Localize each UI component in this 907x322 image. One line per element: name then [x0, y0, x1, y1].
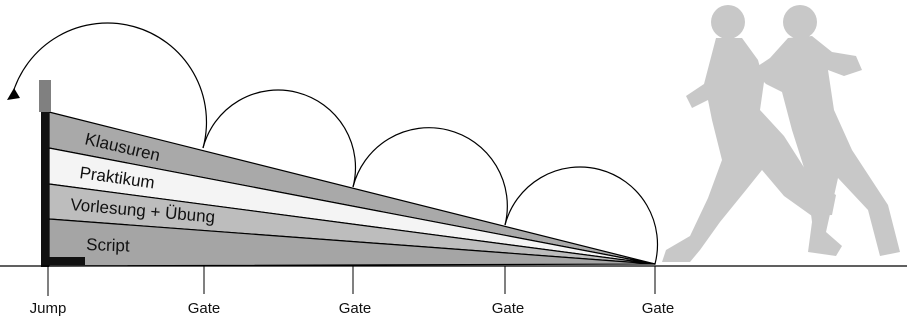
arrow-head-icon: [7, 88, 20, 100]
hop-arcs: [11, 22, 659, 265]
hop-arc-2: [352, 127, 508, 226]
jump-post-foot: [41, 257, 85, 265]
jump-post: [41, 112, 49, 267]
axis-label-gate-1: Gate: [188, 300, 221, 317]
hop-arc-1: [504, 166, 659, 265]
axis-label-gate-2: Gate: [339, 300, 372, 317]
jump-post-cap: [39, 80, 51, 112]
axis-label-gate-3: Gate: [492, 300, 525, 317]
runners-silhouette-icon: [662, 5, 900, 262]
axis-ticks: [47, 266, 656, 296]
axis-label-jump: Jump: [30, 300, 67, 317]
hop-arc-3: [202, 89, 357, 188]
hop-arc-4: [11, 22, 208, 149]
axis-label-gate-4: Gate: [642, 300, 675, 317]
layer-label-script: Script: [86, 235, 130, 256]
